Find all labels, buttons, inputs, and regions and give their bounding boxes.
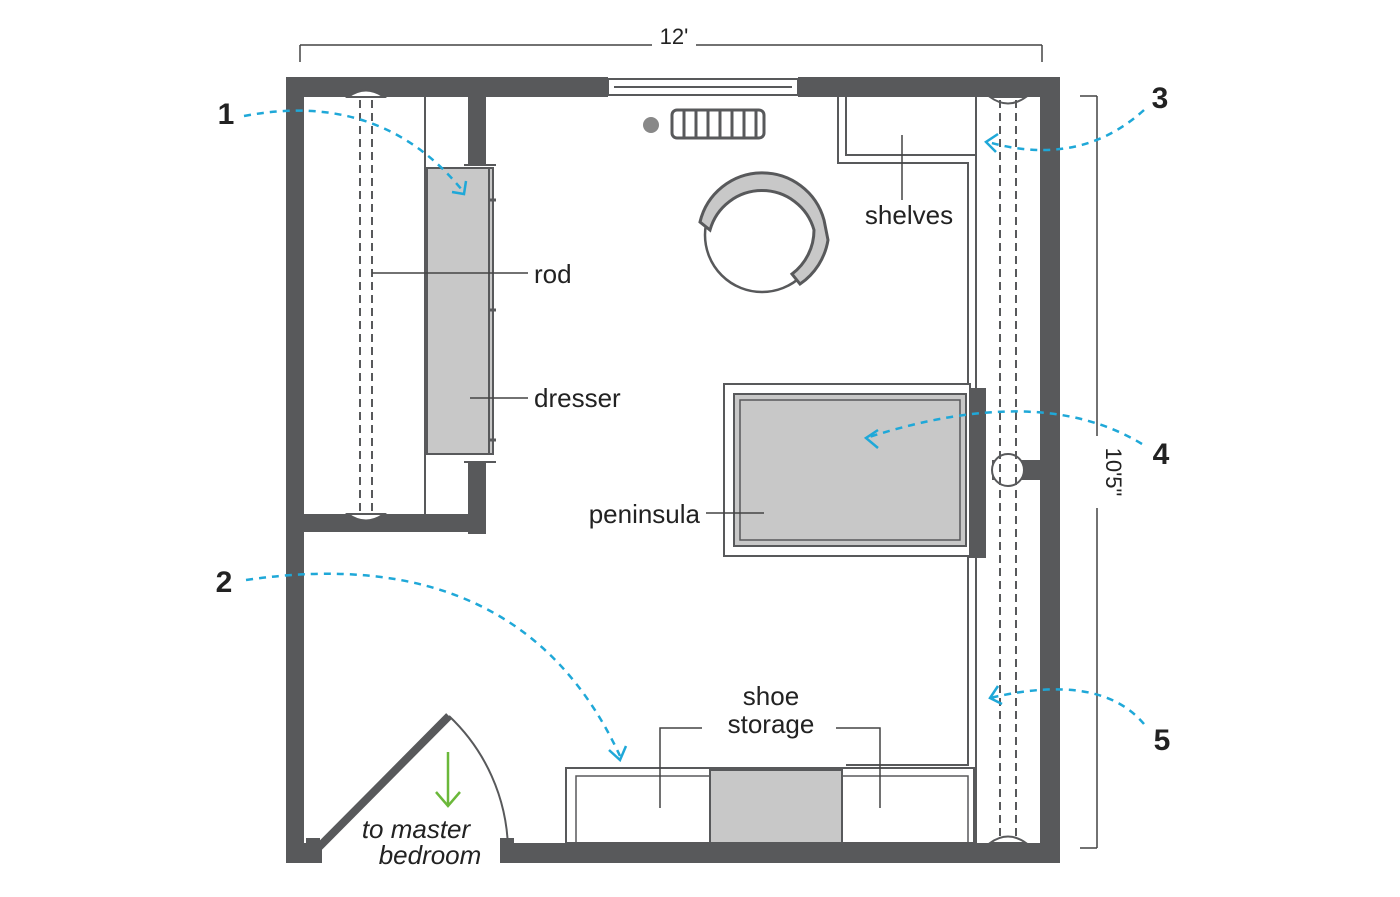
height-dimension xyxy=(1080,95,1111,849)
viewpoint-3-arrow xyxy=(984,109,1145,153)
width-label: 12' xyxy=(660,24,689,49)
chair xyxy=(698,171,830,294)
exit-label-line2: bedroom xyxy=(379,840,482,870)
shelves-label: shelves xyxy=(865,200,953,230)
door xyxy=(306,713,514,863)
peninsula xyxy=(723,383,971,557)
left-closet xyxy=(304,89,496,534)
viewpoint-4-number: 4 xyxy=(1153,438,1170,471)
viewpoint-4-arrow xyxy=(863,410,1143,449)
dresser xyxy=(426,167,496,455)
viewpoint-1-number: 1 xyxy=(218,98,235,131)
shoe-storage-label-line1: shoe xyxy=(743,681,799,711)
exit-arrow-icon xyxy=(435,752,461,808)
shoe-storage-label-line2: storage xyxy=(728,709,815,739)
window xyxy=(607,78,799,96)
viewpoint-2-number: 2 xyxy=(216,566,233,599)
rod-label: rod xyxy=(534,259,572,289)
shoe-storage xyxy=(565,727,975,844)
dresser-label: dresser xyxy=(534,383,621,413)
viewpoint-1-arrow xyxy=(243,109,468,196)
height-label: 10'5" xyxy=(1101,448,1126,497)
right-shelves xyxy=(837,96,1040,845)
exit-label-line1: to master xyxy=(362,814,472,844)
viewpoint-3-number: 3 xyxy=(1152,82,1169,115)
width-dimension xyxy=(299,24,1043,62)
viewpoint-5-number: 5 xyxy=(1154,724,1171,757)
viewpoint-2-arrow xyxy=(245,572,628,763)
radiator xyxy=(643,108,766,140)
viewpoint-5-arrow xyxy=(988,685,1145,725)
outer-walls xyxy=(286,77,1060,863)
peninsula-label: peninsula xyxy=(589,499,701,529)
